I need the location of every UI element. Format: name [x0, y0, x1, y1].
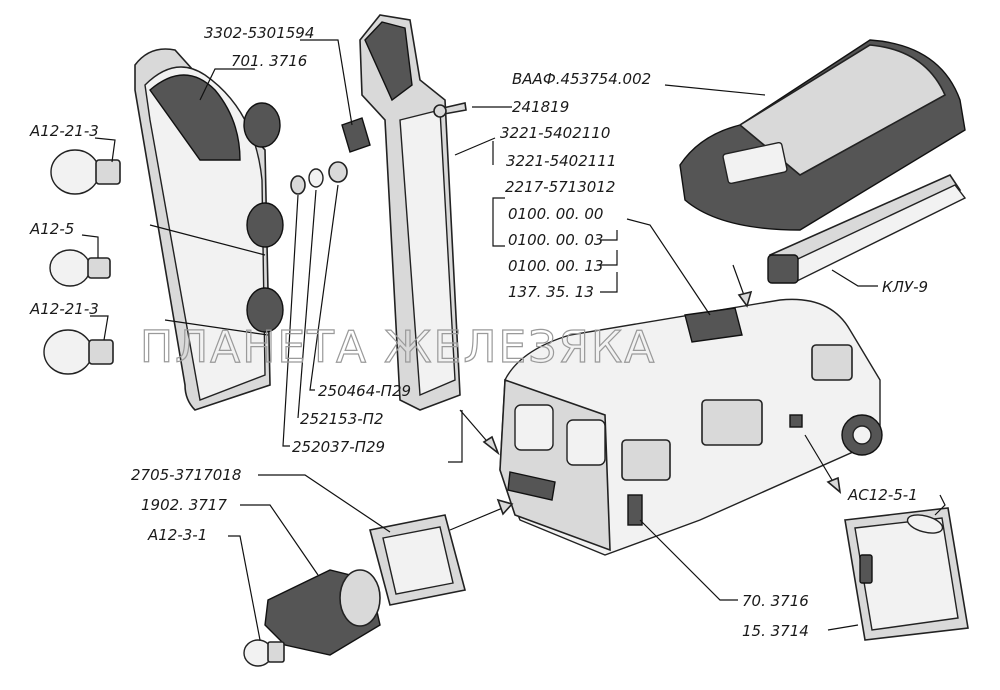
label-a12-21-3-top: А12-21-3 [29, 122, 99, 140]
plate-lamp-gasket [369, 514, 466, 606]
label-3221-5402111: 3221-5402111 [506, 152, 616, 170]
label-0100-00-00: 0100. 00. 00 [508, 205, 603, 223]
label-3302-5301594: 3302-5301594 [204, 24, 314, 42]
label-a12-5: А12-5 [29, 220, 74, 238]
label-252037-p29: 252037-П29 [292, 438, 385, 456]
label-ac12-5-1: АС12-5-1 [847, 486, 918, 504]
label-0100-00-13: 0100. 00. 13 [508, 257, 603, 275]
roof-lamp [679, 39, 966, 231]
tail-lamp-housing [134, 48, 284, 411]
label-a12-21-3-bottom: А12-21-3 [29, 300, 99, 318]
klu9-tube-lamp [767, 173, 967, 284]
van-body [499, 298, 883, 556]
plate-lamp-body [264, 569, 381, 656]
label-701-3716: 701. 3716 [231, 52, 307, 70]
label-3221-5402110: 3221-5402110 [500, 124, 610, 142]
washers-and-nut [290, 161, 348, 195]
label-70-3716: 70. 3716 [742, 592, 809, 610]
label-252153-p2: 252153-П2 [300, 410, 384, 428]
bulb-a12-5 [49, 249, 111, 287]
label-15-3714: 15. 3714 [742, 622, 809, 640]
label-vaaf: ВААФ.453754.002 [512, 70, 651, 88]
label-0100-00-03: 0100. 00. 03 [508, 231, 603, 249]
label-2217-5713012: 2217-5713012 [505, 178, 615, 196]
watermark: ПЛАНЕТА ЖЕЛЕЗЯКА [140, 322, 656, 373]
screw-241819 [433, 102, 467, 118]
bulb-a12-21-3-bottom [43, 329, 114, 375]
bulb-ac12-5-1 [906, 514, 944, 534]
label-a12-3-1: А12-3-1 [147, 526, 207, 544]
label-250464-p29: 250464-П29 [318, 382, 411, 400]
label-klu-9: КЛУ-9 [882, 278, 928, 296]
label-137-35-13: 137. 35. 13 [508, 283, 594, 301]
clip-3302 [341, 117, 371, 153]
part-labels: 3302-5301594 701. 3716 А12-21-3 А12-5 А1… [29, 24, 928, 640]
step-lamp [844, 507, 969, 641]
label-2705-3717018: 2705-3717018 [131, 466, 241, 484]
bulb-a12-3-1 [243, 639, 285, 667]
label-1902-3717: 1902. 3717 [141, 496, 227, 514]
arrows [449, 264, 842, 531]
label-241819: 241819 [512, 98, 569, 116]
bulb-a12-21-3-top [50, 149, 121, 195]
leader-lines [81, 39, 946, 641]
